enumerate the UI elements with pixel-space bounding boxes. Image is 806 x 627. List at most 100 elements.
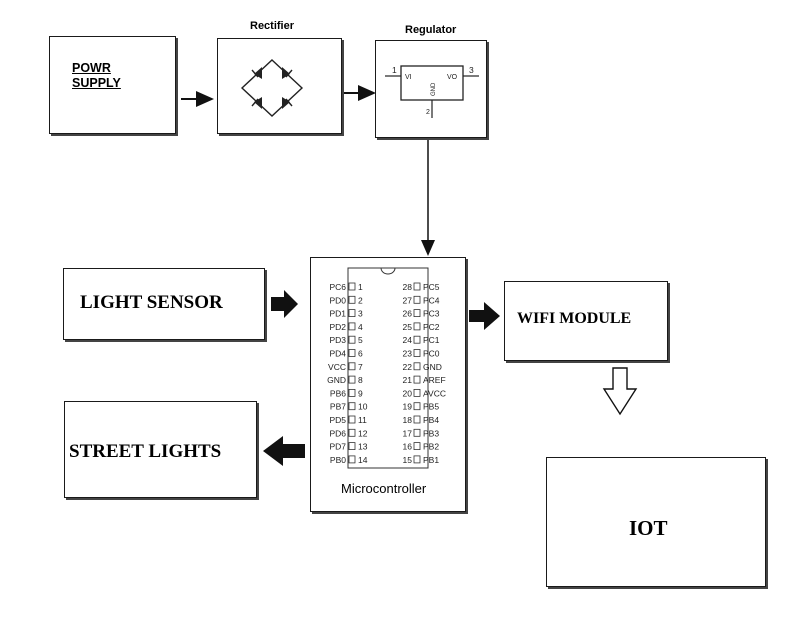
mcu-pin-left-name: PD0 — [329, 295, 346, 305]
regulator-title: Regulator — [405, 24, 457, 36]
regulator-pin-out: VO — [447, 74, 458, 81]
mcu-pin-right-pad — [413, 402, 421, 411]
mcu-pin-left-number: 9 — [358, 388, 363, 398]
mcu-pin-right-number: 21 — [403, 375, 413, 385]
mcu-pin-left-number: 3 — [358, 309, 363, 319]
mcu-pin-right-pad — [413, 415, 421, 424]
mcu-pin-left-number: 2 — [358, 295, 363, 305]
regulator-pin-gnd: GND — [431, 82, 437, 96]
microcontroller-block: Microcontroller — [310, 257, 466, 512]
mcu-pin-right-name: AVCC — [423, 388, 446, 398]
power-supply-label-line2: SUPPLY — [72, 76, 121, 90]
mcu-pin-left-name: PB0 — [330, 455, 346, 465]
mcu-pin-left-name: PB6 — [330, 388, 346, 398]
mcu-pin-left-number: 4 — [358, 322, 363, 332]
arrow-mcu-to-streetlights — [263, 436, 305, 466]
power-supply-label-line1: POWR — [72, 61, 111, 75]
mcu-pin-right-number: 23 — [403, 349, 413, 359]
mcu-pin-right-number: 17 — [403, 428, 413, 438]
mcu-pin-right-number: 22 — [403, 362, 413, 372]
mcu-pin-left-name: PD3 — [329, 335, 346, 345]
iot-label: IOT — [629, 516, 668, 540]
mcu-pin-left-pad — [348, 362, 356, 371]
mcu-pin-left-pad — [348, 282, 356, 291]
mcu-pin-left-name: PB7 — [330, 402, 346, 412]
street-lights-block: STREET LIGHTS — [64, 401, 257, 498]
mcu-pin-left-number: 13 — [358, 442, 368, 452]
mcu-pin-right-number: 28 — [403, 282, 413, 292]
mcu-pin-right-number: 24 — [403, 335, 413, 345]
arrow-sensor-to-mcu — [271, 290, 298, 318]
mcu-pin-right-number: 18 — [403, 415, 413, 425]
mcu-pin-left-number: 11 — [358, 415, 367, 425]
mcu-pin-right-name: PB3 — [423, 428, 439, 438]
mcu-pin-left-pad — [348, 335, 356, 344]
mcu-pin-left-pad — [348, 388, 356, 397]
mcu-pin-left-pad — [348, 455, 356, 464]
mcu-pin-right-name: PB1 — [423, 455, 439, 465]
mcu-pin-right-name: PB4 — [423, 415, 439, 425]
wifi-module-label: WIFI MODULE — [517, 310, 632, 327]
mcu-pin-left-name: GND — [327, 375, 346, 385]
mcu-pin-left-number: 14 — [358, 455, 368, 465]
rectifier-title: Rectifier — [250, 20, 295, 32]
mcu-pin-left-pad — [348, 349, 356, 357]
bridge-rectifier-symbol — [240, 59, 304, 117]
regulator-pin-in: VI — [405, 74, 412, 81]
mcu-pin-left-name: PD7 — [329, 442, 346, 452]
regulator-pin-gnd-number: 2 — [426, 109, 430, 116]
mcu-pin-left-number: 8 — [358, 375, 363, 385]
light-sensor-label: LIGHT SENSOR — [80, 292, 223, 313]
regulator-pin-in-number: 1 — [392, 65, 397, 75]
mcu-pin-right-number: 16 — [403, 442, 413, 452]
mcu-pin-right-name: PC0 — [423, 349, 440, 359]
mcu-pin-right-pad — [413, 349, 421, 357]
mcu-pin-left-pad — [348, 442, 356, 451]
regulator-symbol: 1 VI VO 3 GND 2 — [385, 65, 479, 118]
mcu-pin-left-number: 12 — [358, 428, 368, 438]
iot-block: IOT — [546, 457, 766, 587]
mcu-pin-right-number: 25 — [403, 322, 413, 332]
mcu-pin-left-number: 1 — [358, 282, 363, 292]
mcu-pin-right-number: 26 — [403, 309, 413, 319]
mcu-pin-left-name: PD4 — [329, 349, 346, 359]
mcu-pin-left-name: VCC — [328, 362, 346, 372]
mcu-pin-left-pad — [348, 415, 356, 424]
mcu-pin-right-pad — [413, 455, 421, 464]
mcu-chip-body — [347, 267, 429, 469]
arrow-power-to-rectifier-head — [196, 91, 214, 107]
arrow-mcu-to-wifi — [469, 302, 500, 330]
mcu-pin-left-number: 5 — [358, 335, 363, 345]
mcu-pin-left-pad — [348, 428, 356, 437]
rectifier-block — [217, 38, 342, 134]
mcu-pin-right-name: PC4 — [423, 295, 440, 305]
wifi-module-block: WIFI MODULE — [504, 281, 668, 361]
mcu-pin-right-pad — [413, 309, 421, 318]
mcu-pin-right-pad — [413, 295, 421, 304]
arrow-wifi-to-iot — [602, 367, 638, 416]
mcu-pin-left-name: PD1 — [329, 309, 346, 319]
mcu-pin-left-name: PC6 — [329, 282, 346, 292]
microcontroller-label: Microcontroller — [341, 481, 427, 496]
street-lights-label: STREET LIGHTS — [69, 441, 222, 462]
power-supply-block: POWR SUPPLY — [49, 36, 176, 134]
mcu-pin-right-name: PC1 — [423, 335, 440, 345]
mcu-pin-right-name: AREF — [423, 375, 446, 385]
mcu-pin-right-number: 20 — [403, 388, 413, 398]
arrow-rectifier-to-regulator-head — [358, 85, 376, 101]
mcu-pin-left-pad — [348, 309, 356, 318]
mcu-pin-right-number: 19 — [403, 402, 413, 412]
mcu-pin-right-pad — [413, 388, 421, 397]
mcu-pin-left-pad — [348, 295, 356, 304]
mcu-pin-left-name: PD2 — [329, 322, 346, 332]
mcu-pin-left-name: PD5 — [329, 415, 346, 425]
mcu-pin-left-number: 10 — [358, 402, 368, 412]
mcu-pin-right-number: 27 — [403, 295, 413, 305]
mcu-pin-left-number: 6 — [358, 349, 363, 359]
mcu-pin-left-number: 7 — [358, 362, 363, 372]
mcu-pin-left-pad — [348, 375, 356, 384]
mcu-pin-right-name: PC5 — [423, 282, 440, 292]
mcu-pin-right-pad — [413, 282, 421, 291]
